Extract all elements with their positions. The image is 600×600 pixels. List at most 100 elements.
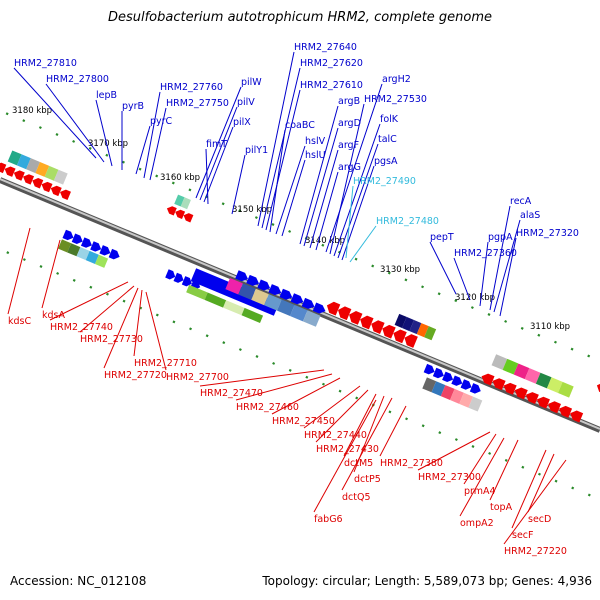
upper-tick-mark [321, 382, 325, 386]
gene-leader-line [303, 385, 361, 429]
ruler-kbp-label: 3120 kbp [455, 293, 495, 303]
gene-leader-line [145, 291, 167, 371]
forward-gene-arrow [80, 237, 92, 248]
gene-leader-line [499, 237, 517, 317]
gene-label-secd: secD [528, 514, 551, 525]
upper-tick-mark [288, 368, 292, 372]
reverse-gene-arrow [4, 166, 16, 177]
reverse-gene-arrow [481, 373, 495, 386]
forward-gene-annotation-bar [277, 299, 295, 316]
upper-tick-mark [405, 417, 409, 421]
forward-gene-arrow [71, 233, 83, 244]
gene-label-hrm2_27470: HRM2_27470 [200, 388, 263, 399]
lower-tick-mark [437, 292, 441, 296]
gene-leader-line [315, 389, 369, 443]
gene-leader-line [231, 154, 246, 215]
lower-tick-mark [587, 354, 591, 358]
forward-gene-arrow [451, 375, 463, 386]
reverse-gene-arrow [548, 401, 561, 414]
lower-tick-mark [271, 223, 275, 226]
reverse-gene-arrow [183, 213, 194, 223]
ruler-kbp-label: 3130 kbp [380, 265, 420, 275]
gene-leader-line [337, 143, 379, 259]
reverse-gene-annotation-bar [524, 368, 541, 384]
forward-gene-annotation-bar [204, 292, 227, 308]
forward-gene-arrow [257, 279, 271, 291]
upper-tick-mark [355, 396, 359, 400]
gene-label-hrm2_27460: HRM2_27460 [236, 402, 299, 413]
gene-labels: HRM2_27810HRM2_27800lepBpyrBpyrCHRM2_277… [8, 42, 579, 557]
upper-tick-mark [471, 445, 475, 448]
upper-tick-mark [39, 265, 43, 268]
forward-gene-arrow [246, 274, 260, 286]
reverse-gene-annotation-bar [402, 316, 414, 332]
gene-leader-line [41, 239, 61, 309]
gene-leader-line [203, 126, 234, 203]
gene-leader-line [379, 405, 407, 457]
ruler-kbp-label: 3180 kbp [12, 106, 52, 116]
reverse-gene-annotation-bar [44, 165, 59, 181]
gene-label-dctp5: dctP5 [354, 474, 381, 485]
reverse-gene-arrow [13, 170, 25, 181]
gene-features [0, 150, 600, 423]
gene-label-hrm2_27730: HRM2_27730 [80, 334, 143, 345]
gene-leader-line [235, 373, 333, 401]
gene-label-alas: alaS [520, 210, 540, 221]
reverse-gene-annotation-bar [7, 150, 22, 166]
forward-gene-annotation-bar [251, 288, 269, 306]
reverse-gene-annotation-bar [35, 162, 50, 177]
forward-gene-annotation-bar [76, 247, 90, 261]
reverse-gene-arrow [338, 306, 352, 321]
reverse-gene-arrow [166, 206, 177, 216]
reverse-gene-arrow [50, 185, 62, 197]
lower-tick-mark [504, 319, 508, 323]
ruler-kbp-label: 3150 kbp [232, 205, 272, 215]
gene-label-folk: folK [380, 114, 399, 125]
upper-tick-mark [521, 465, 525, 469]
reverse-gene-annotation-bar [174, 194, 185, 207]
gene-label-ompa2: ompA2 [460, 518, 494, 529]
reverse-gene-arrow [349, 311, 363, 325]
upper-tick-mark [222, 341, 226, 345]
gene-leader-line [313, 399, 377, 513]
gene-leader-line [345, 185, 354, 259]
gene-label-secf: secF [512, 530, 533, 541]
upper-tick-mark [122, 299, 126, 303]
reverse-gene-arrow [0, 162, 7, 174]
reverse-gene-arrow [382, 324, 396, 339]
gene-label-hrm2_27450: HRM2_27450 [272, 416, 335, 427]
genome-summary-text: Topology: circular; Length: 5,589,073 bp… [262, 574, 592, 588]
gene-label-hrm2_27720: HRM2_27720 [104, 370, 167, 381]
reverse-gene-annotation-bar [424, 326, 437, 341]
forward-gene-annotation-bar [241, 307, 264, 323]
lower-tick-mark [5, 112, 9, 116]
gene-label-pept: pepT [430, 232, 454, 243]
accession-text: Accession: NC_012108 [10, 574, 147, 588]
forward-gene-arrow [99, 245, 111, 256]
gene-leader-line [195, 86, 242, 199]
lower-tick-mark [22, 119, 26, 123]
ruler-kbp-label: 3160 kbp [160, 173, 200, 183]
forward-gene-annotation-bar [302, 310, 321, 327]
reverse-gene-arrow [326, 301, 341, 316]
gene-leader-line [199, 106, 238, 201]
reverse-gene-arrow [570, 410, 584, 423]
gene-leader-line [49, 281, 129, 321]
gene-leader-line [205, 148, 209, 205]
upper-tick-mark [504, 458, 508, 462]
forward-gene-annotation-bar [85, 250, 99, 264]
reverse-gene-arrow [514, 387, 528, 400]
lower-tick-mark [371, 264, 375, 268]
gene-leader-line [429, 241, 457, 295]
lower-tick-mark [288, 229, 292, 233]
lower-tick-mark [537, 333, 541, 337]
position-ticks [5, 112, 591, 497]
gene-label-pyrc: pyrC [150, 116, 173, 127]
lower-tick-mark [138, 167, 142, 171]
reverse-gene-arrow [492, 378, 506, 391]
gene-label-dctq5: dctQ5 [342, 492, 371, 503]
reverse-gene-annotation-bar [502, 358, 519, 375]
gene-leader-line [463, 433, 497, 485]
upper-tick-mark [189, 327, 193, 331]
gene-label-lepb: lepB [96, 90, 117, 101]
